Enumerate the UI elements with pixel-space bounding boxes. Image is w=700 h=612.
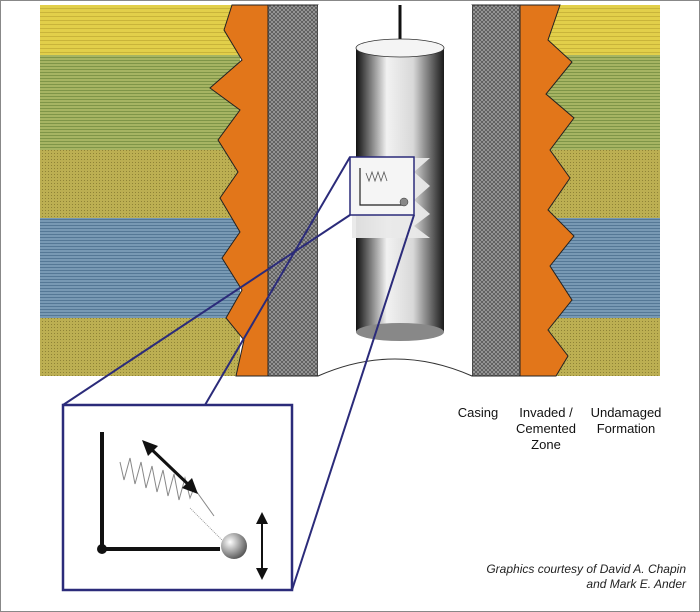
label-invaded-zone: Invaded / Cemented Zone: [516, 405, 576, 452]
label-undamaged-formation: Undamaged Formation: [590, 405, 662, 436]
zoom-line-bottom: [291, 214, 415, 591]
label-casing: Casing: [457, 405, 499, 420]
inset-frame: [61, 403, 294, 592]
left-layer-olive-bottom: [40, 318, 240, 376]
right-casing: [471, 4, 521, 377]
tool-bottom: [356, 323, 444, 341]
pivot-dot: [97, 544, 107, 554]
spring-motion-arrow-icon: [142, 440, 198, 494]
left-invaded-zone: [209, 4, 269, 377]
proof-mass-ball: [221, 533, 247, 559]
zoom-line-top: [204, 156, 351, 406]
credit-line-1: Graphics courtesy of David A. Chapin: [486, 562, 686, 576]
sensor-inset: [61, 403, 294, 592]
sensor-box: [349, 156, 415, 216]
left-layer-blue: [40, 218, 240, 318]
left-layer-green: [40, 55, 240, 150]
credit-line-2: and Mark E. Ander: [586, 577, 686, 591]
left-layer-olive: [40, 150, 240, 218]
borehole-bottom: [317, 358, 473, 377]
mass-motion-arrow-icon: [256, 512, 268, 580]
left-layer-yellow-top: [40, 5, 240, 55]
right-invaded-zone: [519, 4, 575, 377]
left-formation: [40, 5, 240, 376]
left-casing: [267, 4, 319, 377]
zoom-line-left: [62, 214, 351, 406]
right-layer-yellow-top: [540, 5, 660, 55]
tool-top: [355, 38, 445, 58]
credit-text: Graphics courtesy of David A. Chapin and…: [390, 562, 686, 592]
